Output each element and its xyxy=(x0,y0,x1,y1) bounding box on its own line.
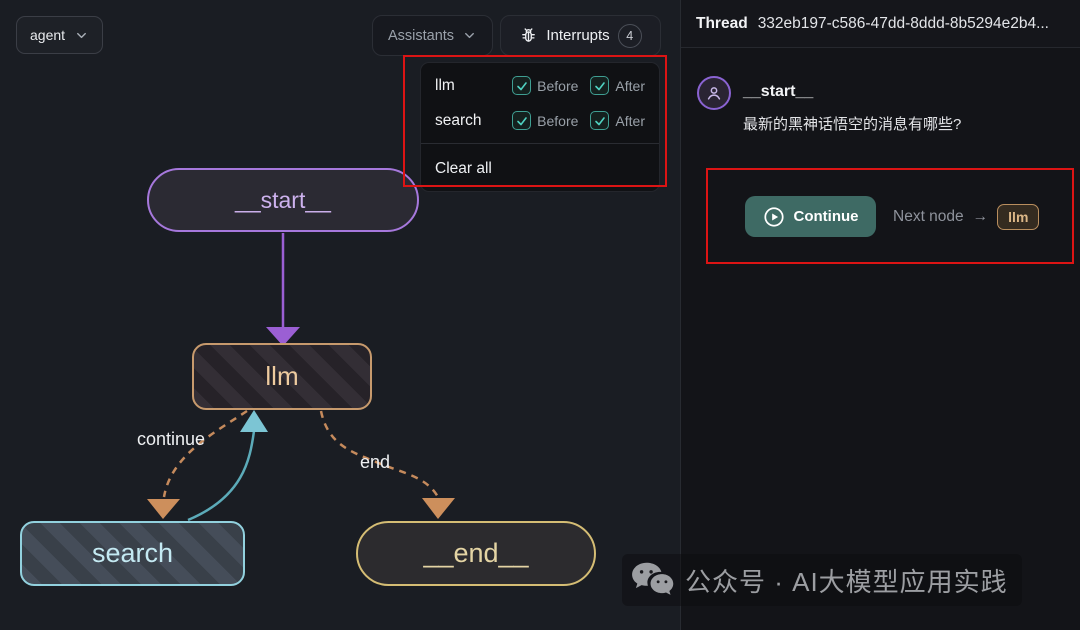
edge-llm-to-end xyxy=(319,410,440,498)
avatar xyxy=(697,76,731,110)
graph-edges-svg xyxy=(147,233,455,522)
graph-node-start-label: __start__ xyxy=(235,186,331,213)
arrow-right-icon: → xyxy=(972,207,989,225)
interrupt-row-search: search Before After xyxy=(421,103,659,138)
thread-header-label: Thread xyxy=(696,14,748,32)
watermark: 公众号 · AI大模型应用实践 xyxy=(622,554,1022,606)
wechat-icon xyxy=(632,562,674,595)
graph-node-llm-label: llm xyxy=(265,361,299,391)
llm-before-checkbox[interactable]: Before xyxy=(512,76,578,95)
edge-search-to-llm xyxy=(187,430,256,522)
edge-label-continue: continue xyxy=(137,429,206,449)
assistants-button-label: Assistants xyxy=(387,27,455,44)
arrowhead-search-to-llm-icon xyxy=(240,410,268,432)
before-label: Before xyxy=(537,112,579,129)
checkbox-checked-icon[interactable] xyxy=(512,76,532,95)
interrupt-row-llm: llm Before After xyxy=(421,68,659,103)
interrupt-row-search-label: search xyxy=(435,111,482,129)
edge-llm-to-search xyxy=(162,409,248,498)
graph-panel: __start__ llm search __end__ continue en… xyxy=(16,15,667,586)
arrowhead-llm-to-end-icon xyxy=(422,498,455,519)
message-sender: __start__ xyxy=(743,83,814,100)
search-after-checkbox[interactable]: After xyxy=(590,111,645,130)
interrupts-button[interactable]: Interrupts 4 xyxy=(500,15,661,56)
message-text: 最新的黑神话悟空的消息有哪些? xyxy=(743,116,962,133)
graph-node-end-label: __end__ xyxy=(423,538,529,568)
graph-node-end[interactable]: __end__ xyxy=(356,521,596,586)
after-label: After xyxy=(615,77,645,94)
arrowhead-llm-to-search-icon xyxy=(147,499,180,519)
graph-node-start[interactable]: __start__ xyxy=(147,168,419,232)
before-label: Before xyxy=(537,77,579,94)
interrupts-dropdown: llm Before After xyxy=(420,62,660,192)
graph-node-llm[interactable]: llm xyxy=(192,343,372,410)
graph-node-search-label: search xyxy=(91,538,174,568)
person-icon xyxy=(707,87,721,100)
interrupts-button-label: Interrupts xyxy=(546,27,610,44)
thread-header: Thread 332eb197-c586-47dd-8ddd-8b5294e2b… xyxy=(681,0,1080,48)
next-node-badge: llm xyxy=(997,203,1040,230)
checkbox-checked-icon[interactable] xyxy=(590,111,610,130)
next-node-indicator: Next node → llm xyxy=(893,203,1040,230)
after-label: After xyxy=(615,112,645,129)
agent-selector-label: agent xyxy=(30,27,66,43)
continue-button-label: Continue xyxy=(793,208,859,225)
interrupt-row-llm-label: llm xyxy=(435,76,455,94)
next-node-label: Next node xyxy=(893,207,964,225)
play-circle-icon xyxy=(763,206,784,227)
chevron-down-icon xyxy=(465,32,474,39)
watermark-text: 公众号 · AI大模型应用实践 xyxy=(685,566,1008,597)
clear-all-button[interactable]: Clear all xyxy=(435,160,492,177)
thread-panel: Thread 332eb197-c586-47dd-8ddd-8b5294e2b… xyxy=(680,0,1080,630)
thread-id: 332eb197-c586-47dd-8ddd-8b5294e2b4... xyxy=(757,14,1049,32)
dropdown-divider xyxy=(421,143,659,144)
interrupts-count-badge: 4 xyxy=(617,23,642,48)
arrowhead-start-to-llm-icon xyxy=(266,327,300,346)
checkbox-checked-icon[interactable] xyxy=(590,76,610,95)
assistants-button[interactable]: Assistants xyxy=(372,15,493,56)
bug-icon xyxy=(522,28,536,42)
agent-selector[interactable]: agent xyxy=(16,16,104,54)
edge-label-end: end xyxy=(360,452,391,472)
chevron-down-icon xyxy=(77,32,86,38)
continue-button[interactable]: Continue xyxy=(745,196,876,237)
search-before-checkbox[interactable]: Before xyxy=(512,111,578,130)
checkbox-checked-icon[interactable] xyxy=(512,111,532,130)
interrupt-action-row: Continue Next node → llm xyxy=(745,196,1040,237)
graph-node-search[interactable]: search xyxy=(20,521,245,586)
llm-after-checkbox[interactable]: After xyxy=(590,76,645,95)
